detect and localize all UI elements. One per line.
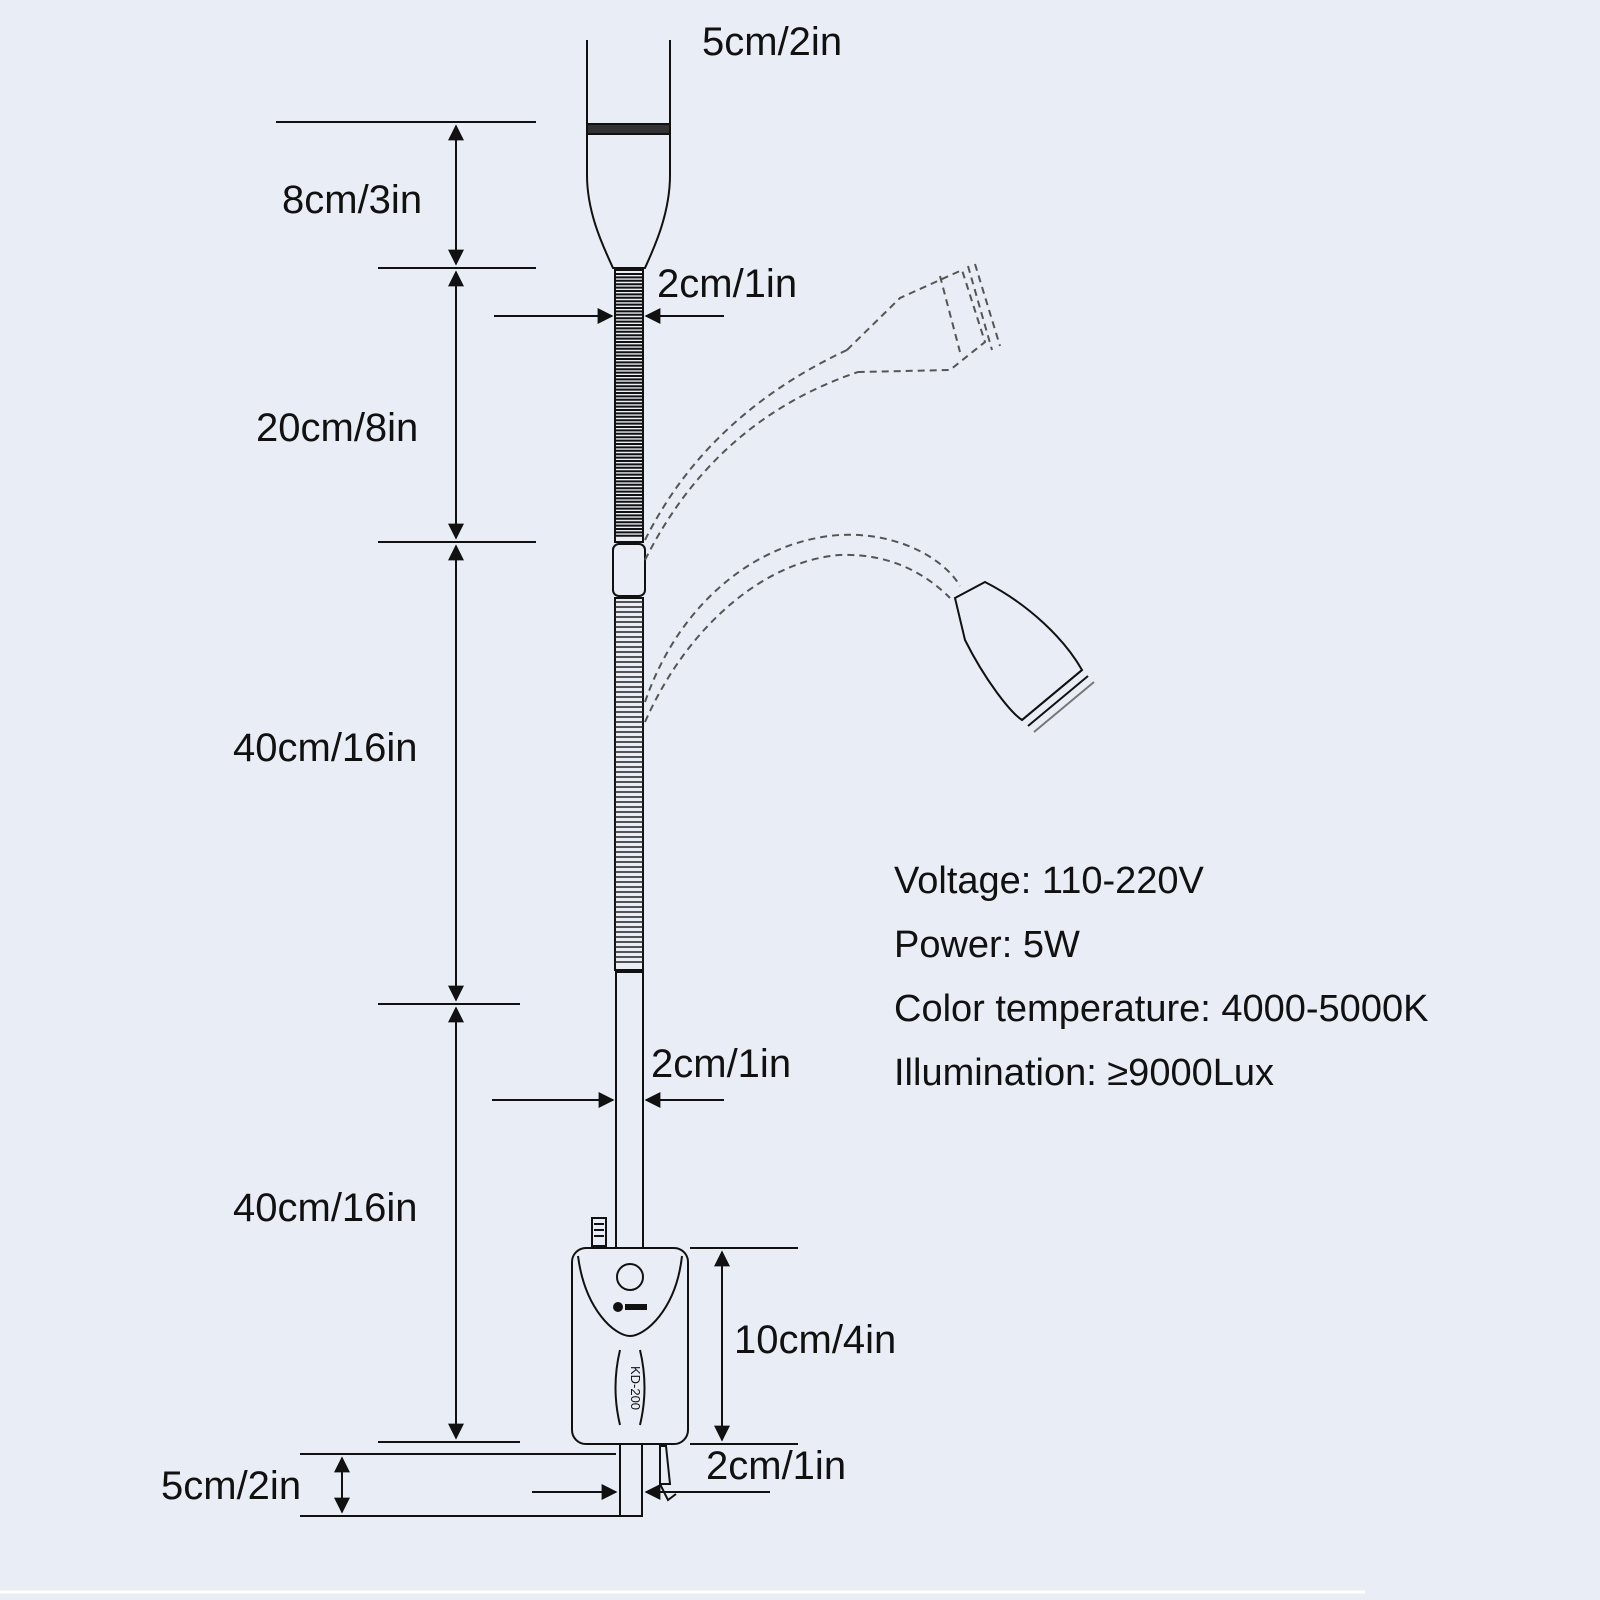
- spec-illumination: Illumination: ≥9000Lux: [894, 1052, 1274, 1094]
- label-head-length: 8cm/3in: [282, 178, 423, 222]
- middle-gooseneck: [614, 597, 644, 971]
- label-lower-length: 40cm/16in: [233, 1186, 418, 1230]
- lower-arm: [615, 971, 644, 1249]
- label-head-width: 5cm/2in: [702, 20, 843, 64]
- spec-color-temperature: Color temperature: 4000-5000K: [894, 988, 1429, 1030]
- lamp-head: [586, 40, 671, 269]
- label-box-height: 10cm/4in: [734, 1318, 897, 1362]
- gooseneck-connector: [612, 543, 646, 597]
- mount-stem: [619, 1443, 677, 1517]
- spec-voltage: Voltage: 110-220V: [894, 860, 1204, 902]
- upper-gooseneck: [614, 269, 644, 543]
- alternate-position-ghosts: [644, 263, 1001, 723]
- spec-power: Power: 5W: [894, 924, 1080, 966]
- model-label: KD-200: [628, 1366, 643, 1410]
- label-stem-diameter: 2cm/1in: [706, 1444, 847, 1488]
- dimension-lines: [276, 121, 798, 1517]
- label-middle-length: 40cm/16in: [233, 726, 418, 770]
- base-box: [571, 1217, 689, 1445]
- label-upper-length: 20cm/8in: [256, 406, 419, 450]
- label-lower-diameter: 2cm/1in: [651, 1042, 792, 1086]
- label-stem-length: 5cm/2in: [161, 1464, 302, 1508]
- label-upper-diameter: 2cm/1in: [657, 262, 798, 306]
- alternate-lamp-head: [953, 580, 1095, 733]
